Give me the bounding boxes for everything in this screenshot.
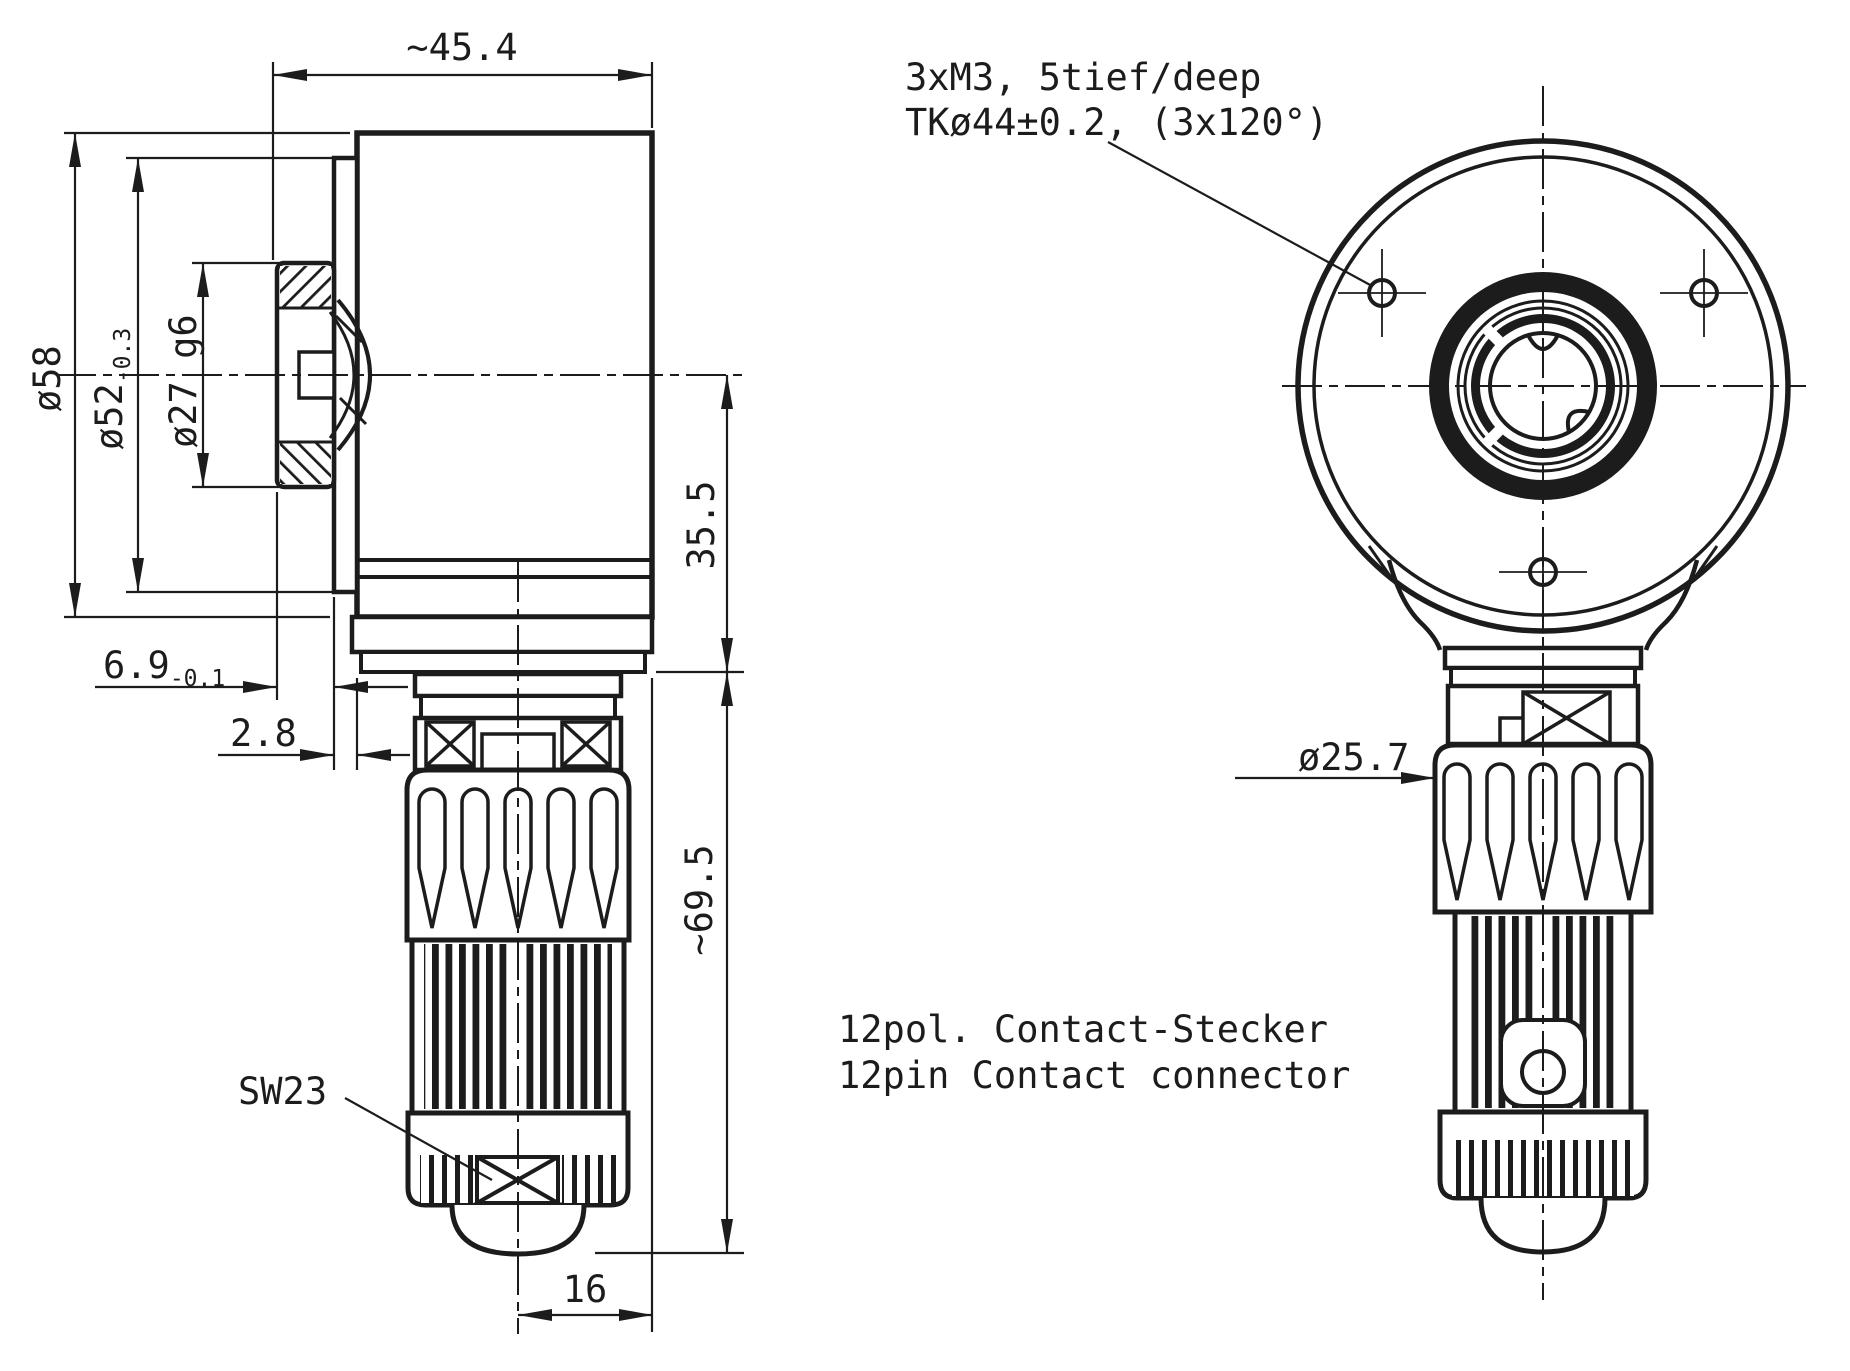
- shaft-clamp: [274, 260, 372, 490]
- crown-flute: [1614, 762, 1644, 901]
- crown-flute: [1442, 762, 1472, 901]
- dim-d52: ø52-0.3: [88, 328, 136, 450]
- dim-h355: 35.5: [680, 480, 723, 569]
- housing-body: [349, 130, 655, 674]
- connector-front: [1432, 645, 1654, 1255]
- dim-d52-tolerance: -0.3: [110, 328, 136, 383]
- bore-key-notch: [1566, 409, 1590, 433]
- crown-flute: [503, 787, 533, 929]
- dim-d52-value: ø52: [88, 383, 131, 450]
- labels: ~45.4 ø58 ø52-0.3 ø27 g6 35.5 ~69.5 6.9-…: [26, 26, 1409, 1311]
- dimensions: [64, 62, 1435, 1332]
- dim-b69-value: 6.9: [103, 644, 170, 687]
- crown-flute: [1485, 762, 1515, 901]
- leader-lines: [344, 141, 1373, 1181]
- crown-flute: [1571, 762, 1601, 901]
- dim-b28: 2.8: [230, 712, 297, 755]
- mounting-note-line2: TKø44±0.2, (3x120°): [905, 101, 1328, 144]
- dim-width: ~45.4: [406, 26, 517, 69]
- dim-d257: ø25.7: [1298, 736, 1409, 779]
- extension-lines: [64, 62, 744, 1332]
- connector-note-line2: 12pin Contact connector: [838, 1054, 1350, 1097]
- crown-flute: [417, 787, 447, 929]
- dim-b69-tolerance: -0.1: [170, 666, 225, 692]
- crown-flute: [546, 787, 576, 929]
- sw23-leader: [344, 1097, 493, 1181]
- grip-crown: [404, 767, 632, 943]
- mounting-note-leader: [1107, 141, 1373, 287]
- ribbed-barrel: [1452, 909, 1634, 1115]
- crown-flute: [460, 787, 490, 929]
- dim-d58: ø58: [26, 345, 69, 412]
- crown-flute: [1528, 762, 1558, 901]
- dim-w16: 16: [563, 1268, 608, 1311]
- mounting-note-line1: 3xM3, 5tief/deep: [905, 56, 1261, 99]
- dimension-lines: [69, 69, 1435, 1321]
- connector-neck: [1367, 545, 1719, 651]
- crown-flute: [589, 787, 619, 929]
- wrench-size-label: SW23: [238, 1070, 327, 1113]
- dim-d27: ø27 g6: [162, 314, 205, 448]
- connector-note-line1: 12pol. Contact-Stecker: [838, 1008, 1328, 1051]
- centerlines: [56, 86, 1806, 1334]
- dim-len695: ~69.5: [678, 844, 721, 955]
- dim-b69: 6.9-0.1: [103, 644, 225, 692]
